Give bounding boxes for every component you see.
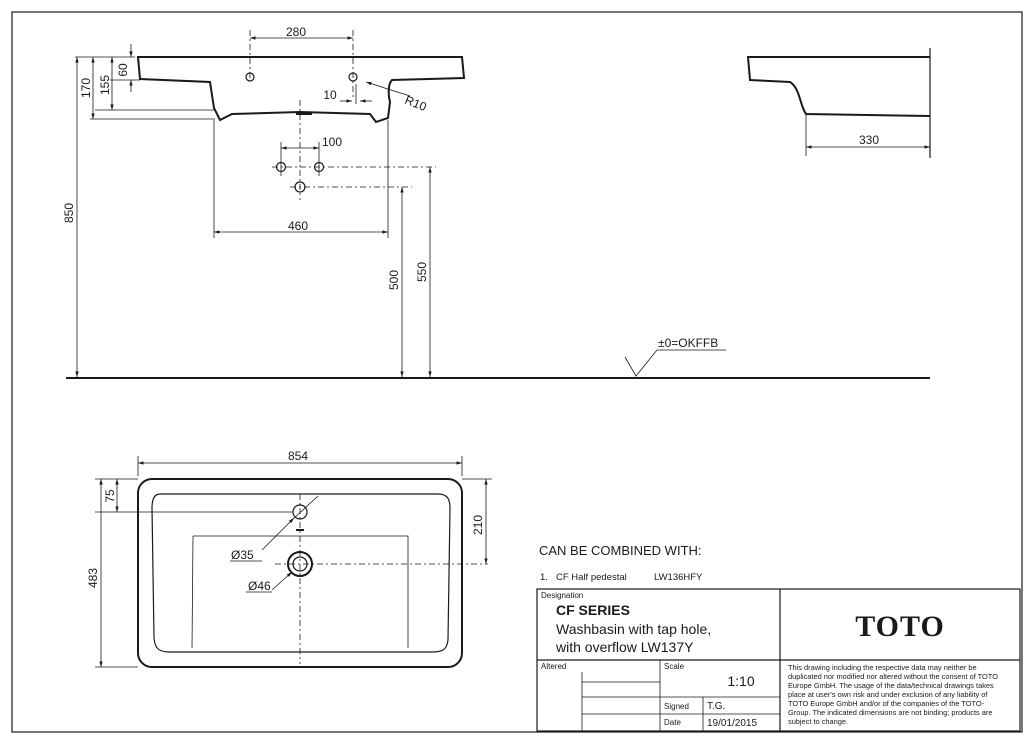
combined-heading: CAN BE COMBINED WITH: — [539, 543, 702, 558]
combined-item-name: CF Half pedestal — [556, 572, 627, 583]
signed-value: T.G. — [707, 701, 725, 712]
front-view-basin-outline — [136, 56, 466, 124]
dimension-330: 330 — [859, 133, 879, 147]
disclaimer-line: Group. The indicated dimensions are not … — [788, 708, 992, 717]
dimension-500: 500 — [387, 270, 401, 290]
dimension-dia35: Ø35 — [231, 548, 254, 562]
title-block: Designation CF SERIES Washbasin with tap… — [536, 588, 1021, 732]
plan-view: Ø35 Ø46 854 75 483 210 — [86, 449, 492, 668]
altered-label: Altered — [541, 662, 566, 671]
disclaimer: This drawing including the respective da… — [788, 663, 1000, 726]
scale-label: Scale — [664, 662, 685, 671]
floor-level-marker — [624, 349, 726, 377]
series-name: CF SERIES — [556, 602, 630, 618]
disclaimer-line: duplicated nor modified nor altered with… — [788, 672, 998, 681]
dimension-r10: R10 — [403, 93, 429, 114]
scale-value: 1:10 — [727, 673, 754, 689]
dimension-10: 10 — [323, 88, 337, 102]
dimension-155: 155 — [98, 75, 112, 95]
plan-view-inner-bowl — [151, 493, 451, 653]
front-view: 280 10 R10 60 155 170 850 100 — [62, 25, 930, 379]
designation-label: Designation — [541, 591, 583, 600]
dimension-60: 60 — [116, 63, 130, 77]
side-view: 330 — [746, 48, 931, 158]
dimension-75: 75 — [103, 489, 117, 503]
dimension-854: 854 — [288, 449, 308, 463]
disclaimer-line: TOTO Europe GmbH and/or of the companies… — [788, 699, 985, 708]
date-value: 19/01/2015 — [707, 718, 757, 729]
sheet-border — [11, 11, 1023, 733]
dimension-210: 210 — [471, 515, 485, 535]
disclaimer-line: This drawing including the respective da… — [788, 663, 977, 672]
disclaimer-line: Europe GmbH. The usage of the data/techn… — [788, 681, 994, 690]
dimension-100: 100 — [322, 135, 342, 149]
combined-item-number: 1. — [540, 572, 548, 583]
plan-view-outer-outline — [137, 478, 463, 668]
dimension-460: 460 — [288, 219, 308, 233]
dimension-280: 280 — [286, 25, 306, 39]
combined-with-section: CAN BE COMBINED WITH: 1. CF Half pedesta… — [539, 543, 703, 583]
side-view-basin-outline — [746, 56, 931, 117]
dimension-483: 483 — [86, 568, 100, 588]
brand-logo: TOTO — [855, 610, 945, 643]
dimension-dia46: Ø46 — [248, 579, 271, 593]
description-line-1: Washbasin with tap hole, — [556, 621, 711, 637]
dimension-170: 170 — [79, 78, 93, 98]
description-line-2: with overflow LW137Y — [555, 639, 694, 655]
disclaimer-line: place at user's own risk and under exclu… — [788, 690, 988, 699]
plan-view-shelf — [191, 535, 409, 649]
disclaimer-line: subject to change. — [788, 717, 848, 726]
date-label: Date — [664, 718, 681, 727]
dimension-550: 550 — [415, 262, 429, 282]
signed-label: Signed — [664, 702, 689, 711]
floor-level-label: ±0=OKFFB — [658, 336, 718, 350]
combined-item-code: LW136HFY — [654, 572, 703, 583]
dimension-850: 850 — [62, 203, 76, 223]
